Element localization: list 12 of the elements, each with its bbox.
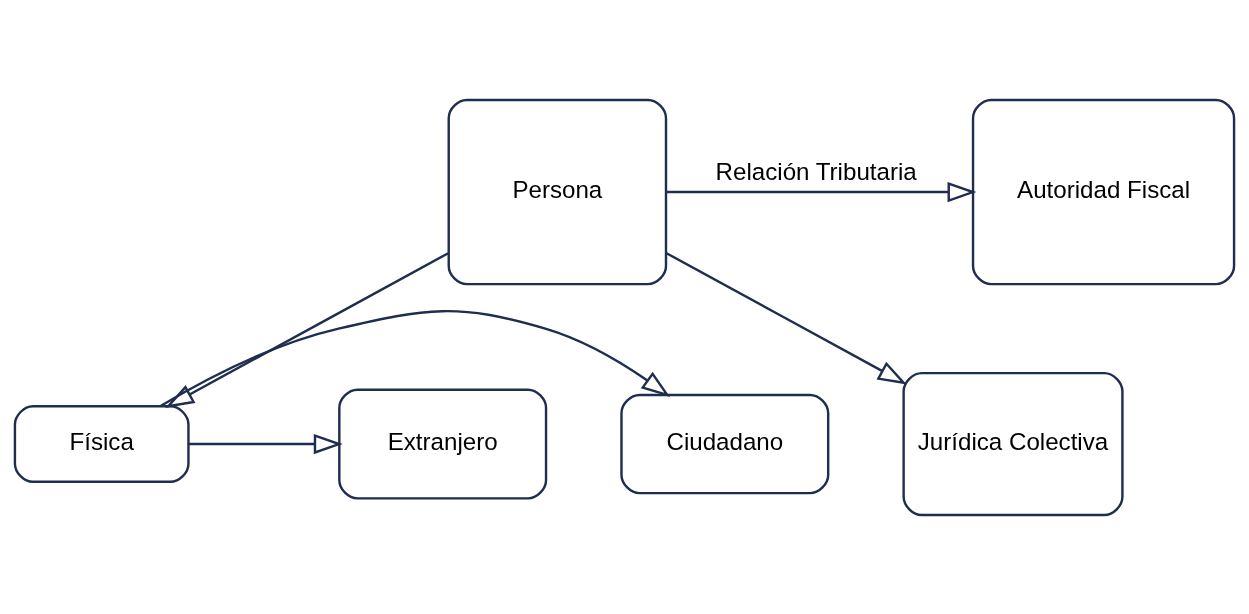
arrow (165, 251, 449, 408)
arrow (159, 309, 671, 407)
node-box: Autoridad Fiscal (971, 98, 1236, 285)
node-box: Física (13, 404, 190, 483)
edge-label: Relación Tributaria (715, 157, 917, 185)
node-box: Ciudadano (620, 393, 830, 494)
node-box: Extranjero (338, 388, 548, 500)
arrow (666, 181, 977, 202)
arrow (665, 251, 907, 384)
node-box: Persona (447, 98, 668, 285)
arrow (188, 433, 343, 454)
node-box: Jurídica Colectiva (902, 371, 1124, 516)
